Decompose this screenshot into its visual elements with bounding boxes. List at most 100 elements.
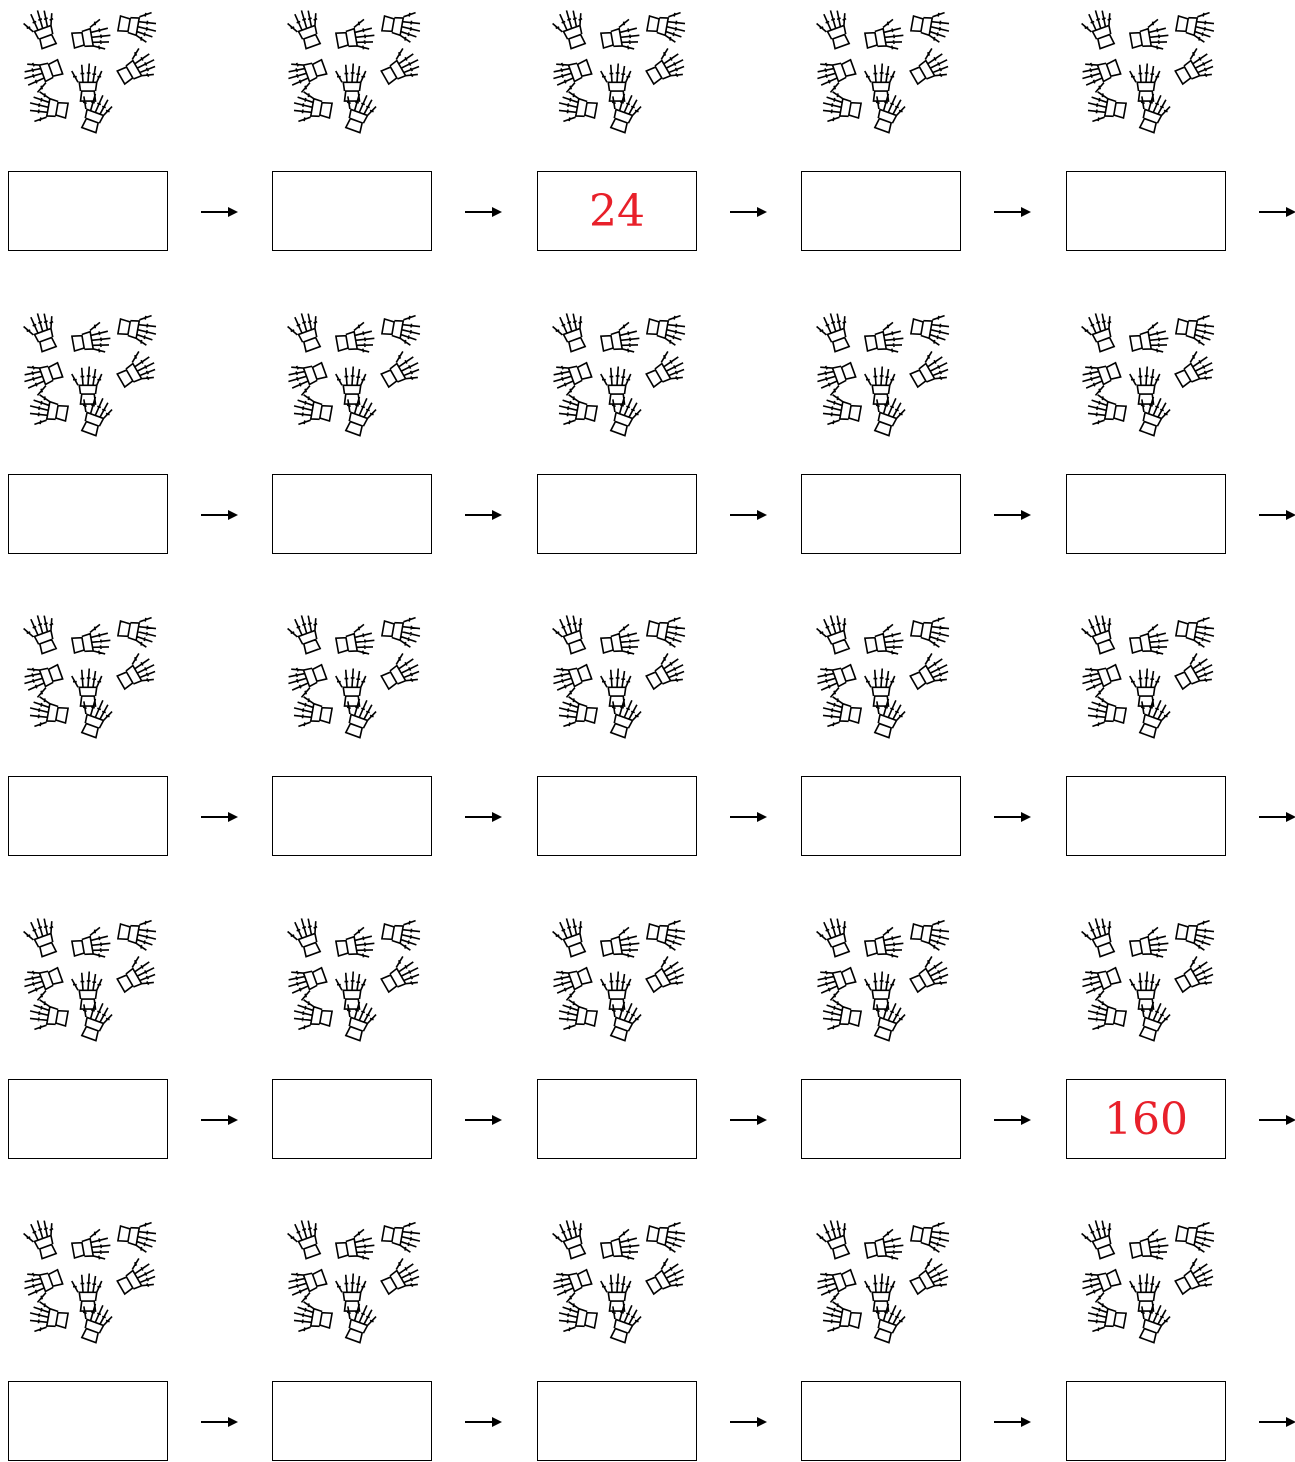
skeleton-hand-icon (20, 54, 65, 95)
answer-box[interactable] (272, 1079, 432, 1159)
answer-box[interactable] (8, 171, 168, 251)
skeleton-hand-icon (863, 18, 905, 54)
skeleton-hand-icon (72, 972, 102, 1010)
answer-box[interactable] (1066, 474, 1226, 554)
right-arrow-icon (1258, 811, 1295, 823)
answer-box[interactable] (8, 776, 168, 856)
skeleton-hand-group (545, 4, 695, 134)
answer-box[interactable] (537, 776, 697, 856)
answer-box[interactable] (272, 1381, 432, 1461)
answer-box[interactable] (272, 474, 432, 554)
skeleton-hand-icon (113, 348, 160, 393)
skeleton-hand-icon (865, 1274, 895, 1312)
skeleton-hand-icon (117, 7, 159, 43)
skeleton-hand-icon (117, 915, 159, 951)
skeleton-hand-icon (549, 54, 594, 95)
skeleton-hand-icon (906, 348, 953, 393)
skeleton-hand-group (1074, 609, 1224, 739)
skeleton-hand-icon (601, 1274, 631, 1312)
skeleton-hand-icon (113, 45, 160, 90)
skeleton-hand-icon (865, 972, 895, 1010)
skeleton-hand-icon (820, 696, 862, 732)
skeleton-hand-icon (820, 91, 862, 127)
skeleton-hand-icon (284, 54, 329, 95)
skeleton-hand-icon (549, 1264, 594, 1305)
given-value-box[interactable]: 24 (537, 171, 697, 251)
skeleton-hand-icon (117, 1217, 159, 1253)
right-arrow-icon (200, 811, 240, 823)
answer-box[interactable] (801, 171, 961, 251)
answer-box[interactable] (801, 1381, 961, 1461)
skeleton-hand-icon (27, 999, 69, 1035)
skeleton-hand-icon (1132, 694, 1173, 739)
skeleton-hand-icon (865, 64, 895, 102)
skeleton-hand-icon (336, 669, 366, 707)
right-arrow-icon (1258, 509, 1295, 521)
skeleton-hand-icon (603, 89, 644, 134)
right-arrow-icon (464, 1416, 504, 1428)
skeleton-hand-icon (74, 997, 115, 1042)
right-arrow-icon (729, 206, 769, 218)
right-arrow-icon (200, 1416, 240, 1428)
answer-box[interactable] (1066, 1381, 1226, 1461)
answer-box[interactable] (272, 776, 432, 856)
answer-box[interactable] (1066, 171, 1226, 251)
skeleton-hand-icon (285, 6, 326, 51)
skeleton-hand-icon (556, 91, 598, 127)
skeleton-hand-icon (113, 650, 160, 695)
skeleton-hand-icon (813, 962, 858, 1003)
answer-box[interactable] (537, 474, 697, 554)
skeleton-hand-icon (556, 696, 598, 732)
skeleton-hand-icon (1132, 1299, 1173, 1344)
skeleton-hand-icon (20, 1264, 65, 1305)
skeleton-hand-icon (113, 953, 160, 998)
skeleton-hand-icon (550, 914, 591, 959)
answer-box[interactable] (272, 171, 432, 251)
skeleton-hand-icon (285, 1216, 326, 1261)
skeleton-hand-group (809, 609, 959, 739)
skeleton-hand-icon (813, 54, 858, 95)
answer-box[interactable] (537, 1079, 697, 1159)
answer-box[interactable] (8, 474, 168, 554)
right-arrow-icon (1258, 1416, 1295, 1428)
skeleton-hand-icon (285, 309, 326, 354)
right-arrow-icon (200, 206, 240, 218)
skeleton-hand-icon (814, 611, 855, 656)
skeleton-hand-icon (646, 612, 688, 648)
skeleton-hand-icon (285, 611, 326, 656)
answer-box[interactable] (801, 474, 961, 554)
skeleton-hand-icon (867, 997, 908, 1042)
given-value-box[interactable]: 160 (1066, 1079, 1226, 1159)
skeleton-hand-group (1074, 1214, 1224, 1344)
skeleton-hand-icon (814, 309, 855, 354)
answer-box[interactable] (801, 776, 961, 856)
skeleton-hand-icon (284, 1264, 329, 1305)
skeleton-hand-icon (338, 1299, 379, 1344)
skeleton-hand-icon (1079, 309, 1120, 354)
skeleton-hand-icon (70, 926, 112, 962)
skeleton-hand-icon (72, 1274, 102, 1312)
skeleton-hand-icon (906, 1255, 953, 1300)
answer-box[interactable] (537, 1381, 697, 1461)
answer-box[interactable] (1066, 776, 1226, 856)
skeleton-hand-icon (377, 348, 424, 393)
skeleton-hand-icon (867, 694, 908, 739)
skeleton-hand-icon (336, 972, 366, 1010)
skeleton-hand-icon (863, 926, 905, 962)
answer-box[interactable] (801, 1079, 961, 1159)
skeleton-hand-icon (74, 694, 115, 739)
answer-box[interactable] (8, 1079, 168, 1159)
skeleton-hand-icon (74, 392, 115, 437)
skeleton-hand-icon (1130, 972, 1160, 1010)
right-arrow-icon (200, 509, 240, 521)
skeleton-hand-icon (338, 392, 379, 437)
skeleton-hand-icon (813, 1264, 858, 1305)
answer-box[interactable] (8, 1381, 168, 1461)
skeleton-hand-icon (599, 926, 641, 962)
skeleton-hand-icon (603, 997, 644, 1042)
skeleton-hand-icon (910, 310, 952, 346)
right-arrow-icon (729, 509, 769, 521)
skeleton-hand-icon (642, 1255, 689, 1300)
skeleton-hand-icon (334, 18, 376, 54)
skeleton-hand-icon (21, 914, 62, 959)
